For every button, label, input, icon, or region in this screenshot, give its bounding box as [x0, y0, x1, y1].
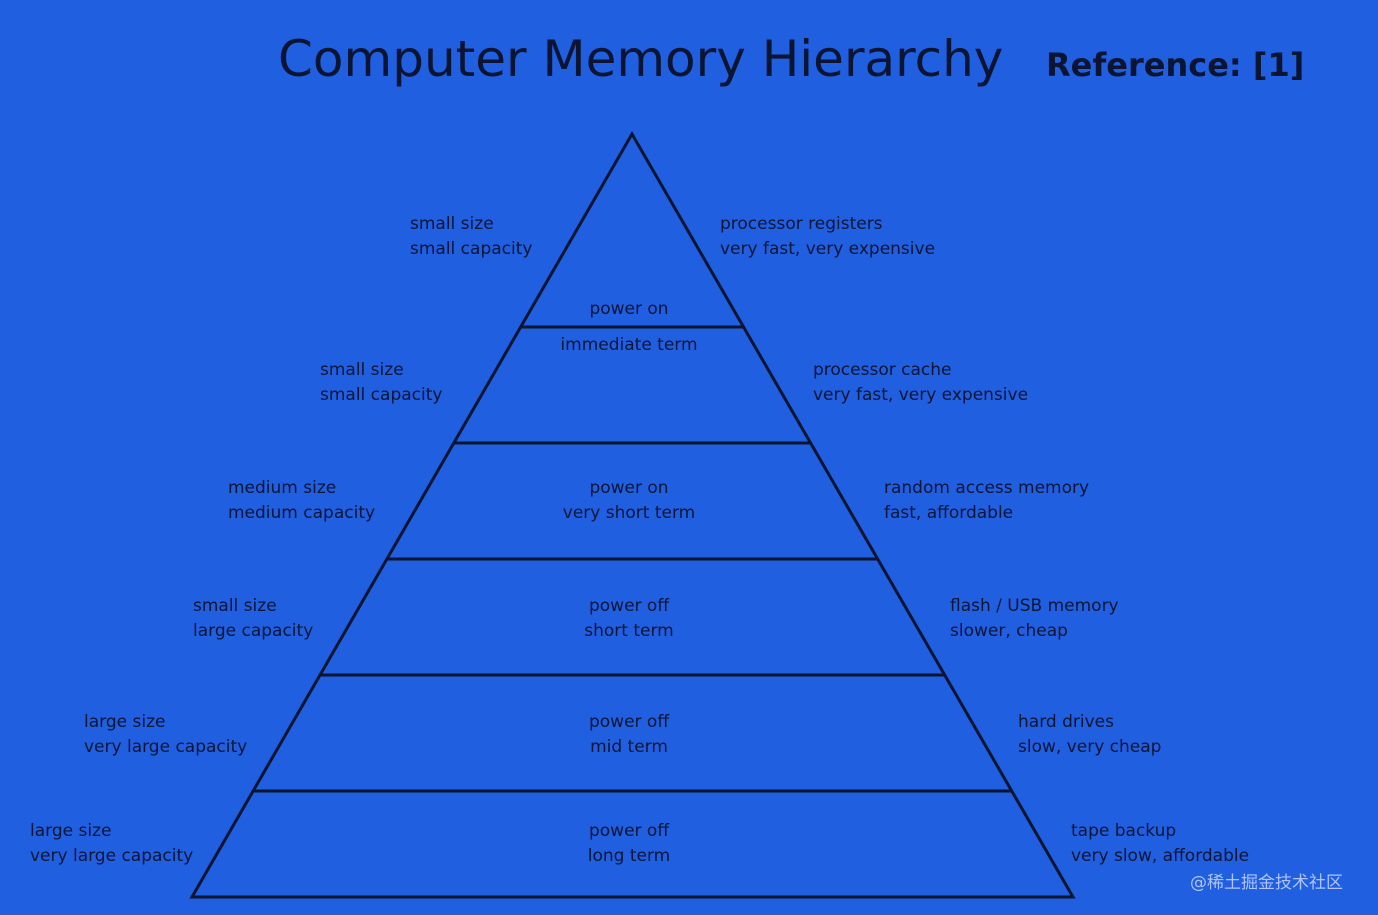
reference-label: Reference: [1]: [1046, 46, 1305, 84]
diagram-title: Computer Memory Hierarchy: [278, 30, 1004, 88]
level-1-capacity-text: small capacity: [410, 239, 533, 259]
level-1-left-label: small size small capacity: [410, 212, 532, 262]
level-3-center-label: power on very short term: [479, 476, 779, 526]
level-1-term-text: immediate term: [560, 335, 698, 355]
level-4-term-text: short term: [584, 621, 674, 641]
level-6-size-text: large size: [30, 821, 112, 841]
level-5-memory-type: hard drives: [1018, 712, 1114, 732]
level-1-memory-type: processor registers: [720, 214, 883, 234]
level-3-memory-type: random access memory: [884, 478, 1090, 498]
level-2-right-label: processor cache very fast, very expensiv…: [813, 358, 1028, 408]
level-1-power-label: power on: [479, 297, 779, 322]
level-3-capacity-text: medium capacity: [228, 503, 376, 523]
level-1-speed-cost: very fast, very expensive: [720, 239, 936, 259]
level-6-center-label: power off long term: [479, 819, 779, 869]
level-6-right-label: tape backup very slow, affordable: [1071, 819, 1249, 869]
level-3-power-text: power on: [589, 478, 669, 498]
level-5-center-label: power off mid term: [479, 710, 779, 760]
level-5-left-label: large size very large capacity: [84, 710, 247, 760]
level-1-power-text: power on: [589, 299, 669, 319]
level-4-power-text: power off: [588, 596, 670, 616]
level-1-term-label: immediate term: [479, 333, 779, 358]
level-6-capacity-text: very large capacity: [30, 846, 194, 866]
pyramid-outline: [189, 130, 1076, 899]
level-3-speed-cost: fast, affordable: [884, 503, 1014, 523]
level-4-size-text: small size: [193, 596, 277, 616]
level-6-left-label: large size very large capacity: [30, 819, 193, 869]
level-6-term-text: long term: [587, 846, 671, 866]
level-2-capacity-text: small capacity: [320, 385, 443, 405]
level-5-power-text: power off: [588, 712, 670, 732]
level-3-size-text: medium size: [228, 478, 337, 498]
level-5-right-label: hard drives slow, very cheap: [1018, 710, 1161, 760]
level-4-center-label: power off short term: [479, 594, 779, 644]
watermark-text: @稀土掘金技术社区: [1190, 873, 1343, 893]
level-3-right-label: random access memory fast, affordable: [884, 476, 1089, 526]
level-5-capacity-text: very large capacity: [84, 737, 248, 757]
level-4-capacity-text: large capacity: [193, 621, 314, 641]
level-3-term-text: very short term: [562, 503, 696, 523]
level-6-speed-cost: very slow, affordable: [1071, 846, 1250, 866]
level-3-left-label: medium size medium capacity: [228, 476, 375, 526]
level-2-left-label: small size small capacity: [320, 358, 442, 408]
level-4-left-label: small size large capacity: [193, 594, 313, 644]
level-2-size-text: small size: [320, 360, 404, 380]
level-6-power-text: power off: [588, 821, 670, 841]
level-5-speed-cost: slow, very cheap: [1018, 737, 1162, 757]
level-5-size-text: large size: [84, 712, 166, 732]
level-5-term-text: mid term: [590, 737, 668, 757]
level-4-right-label: flash / USB memory slower, cheap: [950, 594, 1119, 644]
level-4-memory-type: flash / USB memory: [950, 596, 1119, 616]
level-4-speed-cost: slower, cheap: [950, 621, 1068, 641]
level-1-right-label: processor registers very fast, very expe…: [720, 212, 935, 262]
level-6-memory-type: tape backup: [1071, 821, 1177, 841]
level-2-speed-cost: very fast, very expensive: [813, 385, 1029, 405]
level-2-memory-type: processor cache: [813, 360, 952, 380]
level-1-size-text: small size: [410, 214, 494, 234]
